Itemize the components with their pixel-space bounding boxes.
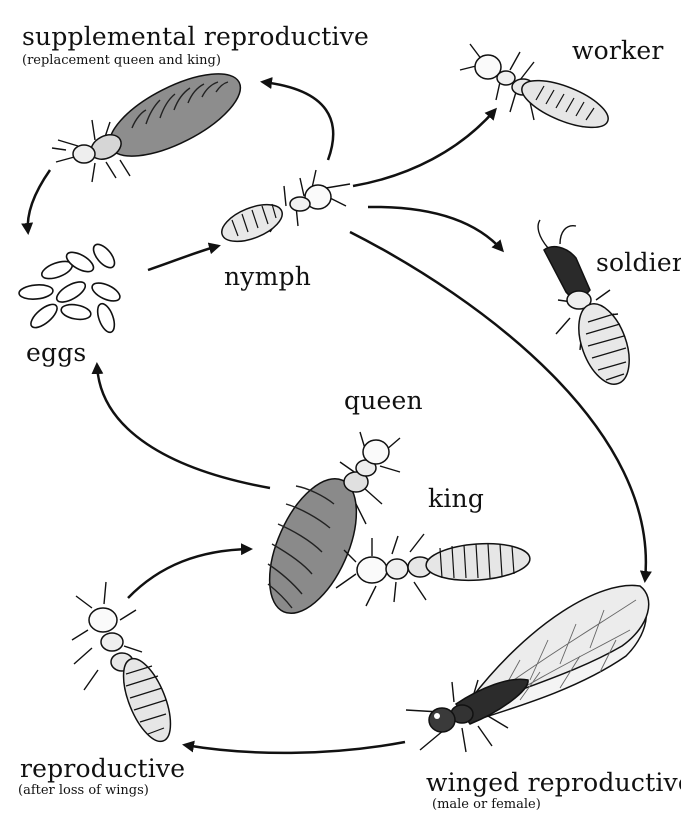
label-king: king	[428, 486, 484, 511]
label-supplemental-reproductive: supplemental reproductive	[22, 24, 369, 49]
winged-reproductive-termite-icon	[406, 585, 649, 752]
supplemental-reproductive-termite-icon	[52, 57, 252, 182]
arrow-queen-to-eggs	[97, 365, 270, 488]
arrow-winged-to-reproductive	[185, 742, 405, 753]
nymph-termite-icon	[217, 170, 350, 249]
label-nymph: nymph	[224, 264, 311, 289]
eggs-cluster-icon	[18, 241, 122, 335]
reproductive-termite-icon	[72, 582, 180, 748]
label-queen: queen	[344, 388, 423, 413]
note-winged-reproductive: (male or female)	[432, 798, 541, 811]
label-soldier: soldier	[596, 250, 681, 275]
note-supplemental-reproductive: (replacement queen and king)	[22, 54, 221, 67]
arrow-reproductive-to-queen	[128, 549, 250, 598]
king-termite-icon	[336, 534, 531, 606]
label-reproductive: reproductive	[20, 756, 185, 781]
label-winged-reproductive: winged reproductive	[426, 770, 681, 795]
queen-termite-icon	[252, 432, 400, 626]
arrow-eggs-to-nymph	[148, 246, 218, 270]
label-eggs: eggs	[26, 340, 86, 365]
label-worker: worker	[572, 38, 664, 63]
note-reproductive: (after loss of wings)	[18, 784, 149, 797]
arrow-nymph-to-worker	[353, 110, 495, 186]
arrow-supplemental-to-eggs	[28, 170, 50, 232]
arrow-nymph-to-supplemental	[263, 82, 333, 160]
arrow-nymph-to-soldier	[368, 207, 502, 250]
soldier-termite-icon	[538, 220, 639, 391]
